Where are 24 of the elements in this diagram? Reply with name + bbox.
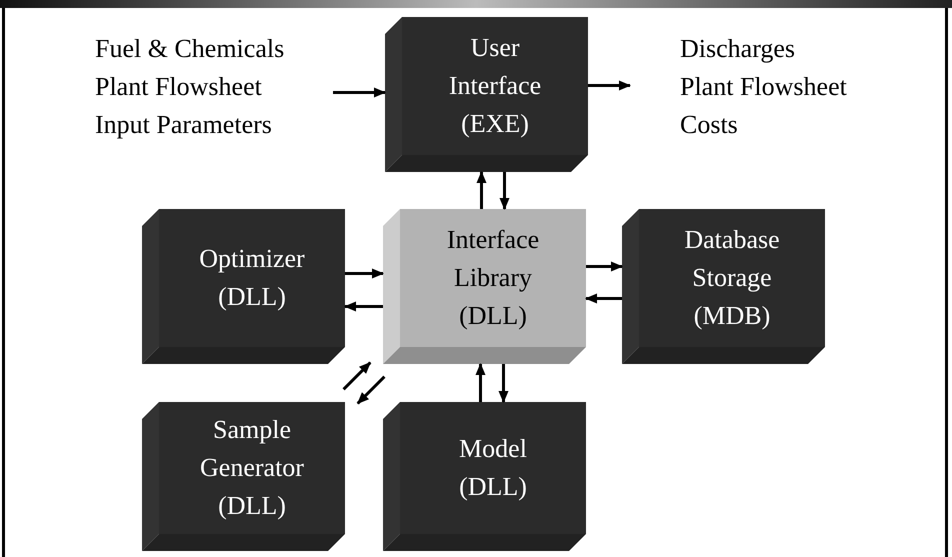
arrow [333, 88, 386, 98]
arrow [585, 294, 622, 304]
list-item-text: Discharges [679, 33, 796, 65]
list-item-text: Plant Flowsheet [95, 71, 263, 103]
arrow [342, 362, 372, 390]
block-label: Sample Generator (DLL) [199, 414, 305, 522]
arrow [344, 302, 383, 312]
block-label: Model (DLL) [458, 433, 528, 503]
arrow [356, 376, 386, 404]
arrow [498, 364, 508, 403]
list-item-text: Costs [679, 109, 739, 141]
list-item-text: Fuel & Chemicals [95, 33, 286, 65]
block-label: Optimizer (DLL) [198, 243, 306, 313]
arrow [345, 268, 384, 278]
list-item-text: Input Parameters [95, 109, 273, 141]
block-label: User Interface (EXE) [448, 32, 542, 140]
block-label: Database Storage (MDB) [683, 224, 781, 332]
block-label: Interface Library (DLL) [446, 224, 540, 332]
arrow [586, 262, 623, 272]
arrow [588, 80, 631, 90]
arrow [476, 363, 486, 402]
arrow [476, 171, 486, 209]
list-item-text: Plant Flowsheet [679, 71, 848, 103]
arrow [500, 172, 510, 210]
